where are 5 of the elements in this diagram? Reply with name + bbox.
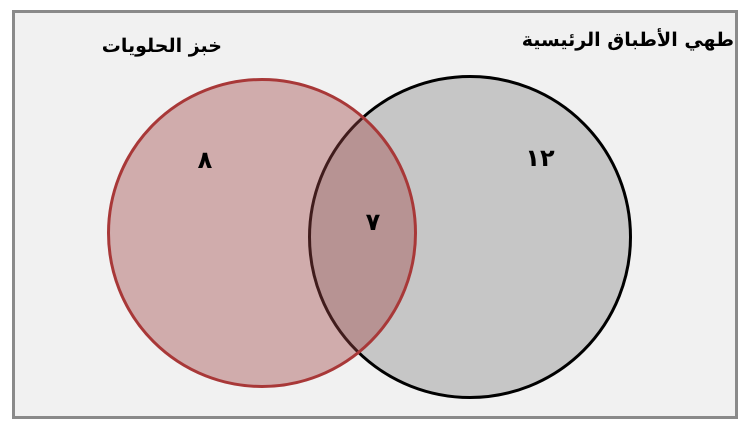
count-number: ٧ bbox=[366, 208, 380, 236]
count-number: ٨ bbox=[198, 146, 212, 174]
count-number: ١٢ bbox=[525, 144, 555, 172]
circle-heading: خبز الحلويات bbox=[102, 34, 222, 58]
circle-heading: طهي الأطباق الرئيسية bbox=[522, 28, 734, 52]
